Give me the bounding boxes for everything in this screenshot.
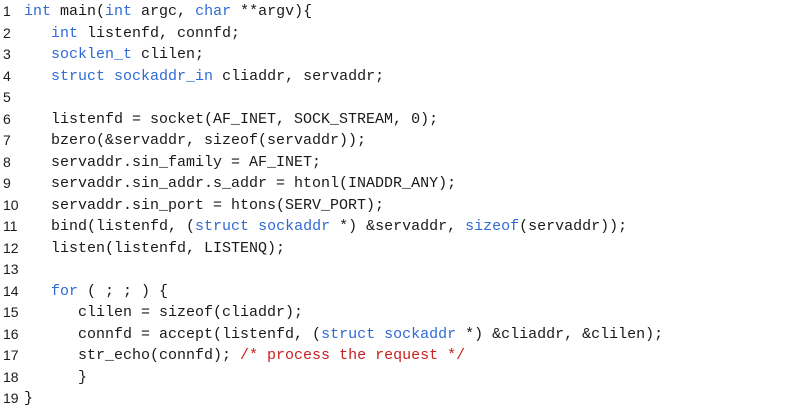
code-token: clilen = sizeof(cliaddr); — [24, 304, 304, 321]
line-number: 16 — [3, 325, 19, 342]
keyword-token: for — [51, 282, 79, 300]
line-number: 11 — [3, 218, 18, 234]
code-line: 6 listenfd = socket(AF_INET, SOCK_STREAM… — [0, 109, 795, 131]
code-line: 12 listen(listenfd, LISTENQ); — [0, 238, 795, 260]
code-token: cliaddr, servaddr; — [213, 67, 385, 85]
code-line: 10 servaddr.sin_port = htons(SERV_PORT); — [0, 195, 795, 217]
code-line: 19} — [0, 388, 795, 410]
code-line: 16 connfd = accept(listenfd, (struct soc… — [0, 324, 795, 346]
line-content: socklen_t clilen; — [24, 44, 204, 66]
line-content: bind(listenfd, (struct sockaddr *) &serv… — [24, 216, 627, 238]
line-number: 15 — [3, 304, 19, 320]
code-line: 8 servaddr.sin_family = AF_INET; — [0, 152, 795, 174]
code-token — [24, 283, 51, 300]
code-token — [24, 68, 51, 85]
code-token — [249, 218, 258, 235]
code-token: ( ; ; ) { — [78, 282, 169, 300]
code-token: *) &cliaddr, &clilen); — [456, 325, 664, 343]
keyword-token: int — [51, 24, 79, 42]
line-number: 12 — [3, 239, 19, 256]
line-number: 6 — [3, 110, 11, 127]
code-token: listen(listenfd, LISTENQ); — [24, 239, 286, 257]
keyword-token: char — [195, 3, 232, 20]
line-number: 1 — [3, 3, 11, 19]
code-token: main( — [51, 3, 106, 20]
line-content: listenfd = socket(AF_INET, SOCK_STREAM, … — [24, 109, 438, 131]
line-content: bzero(&servaddr, sizeof(servaddr)); — [24, 130, 366, 152]
code-line: 3 socklen_t clilen; — [0, 44, 795, 66]
code-token — [375, 326, 384, 343]
code-token: (servaddr)); — [519, 218, 628, 235]
line-content: str_echo(connfd); /* process the request… — [24, 345, 465, 367]
keyword-token: struct — [321, 325, 376, 343]
code-token: bzero(&servaddr, sizeof(servaddr)); — [24, 132, 367, 149]
keyword-token: socklen_t — [51, 46, 133, 63]
line-number: 9 — [3, 175, 11, 191]
code-token: argc, — [132, 3, 196, 20]
code-token: } — [24, 390, 34, 407]
line-content: int listenfd, connfd; — [24, 23, 240, 45]
code-token: } — [24, 368, 88, 386]
code-token: *) &servaddr, — [330, 218, 466, 235]
keyword-token: sizeof — [465, 218, 520, 235]
code-token: **argv){ — [231, 3, 313, 20]
line-content: for ( ; ; ) { — [24, 281, 168, 303]
code-token — [105, 68, 114, 85]
code-line: 14 for ( ; ; ) { — [0, 281, 795, 303]
line-number: 18 — [3, 368, 19, 385]
line-content: servaddr.sin_family = AF_INET; — [24, 152, 321, 174]
code-token: servaddr.sin_port = htons(SERV_PORT); — [24, 196, 385, 214]
line-number: 4 — [3, 67, 11, 84]
comment-token: /* process the request */ — [240, 347, 466, 364]
keyword-token: int — [24, 3, 52, 20]
line-number: 5 — [3, 89, 11, 105]
line-content: struct sockaddr_in cliaddr, servaddr; — [24, 66, 384, 88]
line-number: 13 — [3, 261, 19, 277]
keyword-token: int — [105, 3, 133, 20]
code-token: servaddr.sin_family = AF_INET; — [24, 153, 322, 171]
line-content: } — [24, 367, 87, 389]
line-content: } — [24, 388, 33, 410]
line-number: 7 — [3, 132, 11, 148]
line-number: 3 — [3, 46, 11, 62]
code-token: str_echo(connfd); — [24, 347, 241, 364]
keyword-token: struct — [195, 218, 250, 235]
code-line: 13 — [0, 259, 795, 281]
line-number: 10 — [3, 196, 19, 213]
keyword-token: struct — [51, 67, 106, 85]
code-line: 7 bzero(&servaddr, sizeof(servaddr)); — [0, 130, 795, 152]
code-token: listenfd = socket(AF_INET, SOCK_STREAM, … — [24, 110, 439, 128]
keyword-token: sockaddr — [258, 218, 331, 235]
code-token: listenfd, connfd; — [78, 24, 241, 42]
line-number: 2 — [3, 24, 11, 41]
line-content: servaddr.sin_addr.s_addr = htonl(INADDR_… — [24, 173, 456, 195]
line-number: 17 — [3, 347, 19, 363]
code-line: 15 clilen = sizeof(cliaddr); — [0, 302, 795, 324]
code-token: connfd = accept(listenfd, ( — [24, 325, 322, 343]
code-line: 17 str_echo(connfd); /* process the requ… — [0, 345, 795, 367]
line-content: listen(listenfd, LISTENQ); — [24, 238, 285, 260]
keyword-token: sockaddr — [384, 325, 457, 343]
line-content: int main(int argc, char **argv){ — [24, 1, 312, 23]
line-content: connfd = accept(listenfd, (struct sockad… — [24, 324, 663, 346]
code-token: clilen; — [132, 46, 205, 63]
code-token — [24, 25, 51, 42]
code-token: servaddr.sin_addr.s_addr = htonl(INADDR_… — [24, 175, 457, 192]
keyword-token: sockaddr_in — [114, 67, 214, 85]
line-content: clilen = sizeof(cliaddr); — [24, 302, 303, 324]
code-line: 18 } — [0, 367, 795, 389]
code-line: 9 servaddr.sin_addr.s_addr = htonl(INADD… — [0, 173, 795, 195]
code-line: 5 — [0, 87, 795, 109]
code-line: 1 int main(int argc, char **argv){ — [0, 1, 795, 23]
line-number: 8 — [3, 153, 11, 170]
code-line: 2 int listenfd, connfd; — [0, 23, 795, 45]
line-content: servaddr.sin_port = htons(SERV_PORT); — [24, 195, 384, 217]
code-line: 11 bind(listenfd, (struct sockaddr *) &s… — [0, 216, 795, 238]
line-number: 14 — [3, 282, 19, 299]
code-line: 4 struct sockaddr_in cliaddr, servaddr; — [0, 66, 795, 88]
code-token — [24, 46, 51, 63]
line-number: 19 — [3, 390, 19, 406]
code-token: bind(listenfd, ( — [24, 218, 196, 235]
